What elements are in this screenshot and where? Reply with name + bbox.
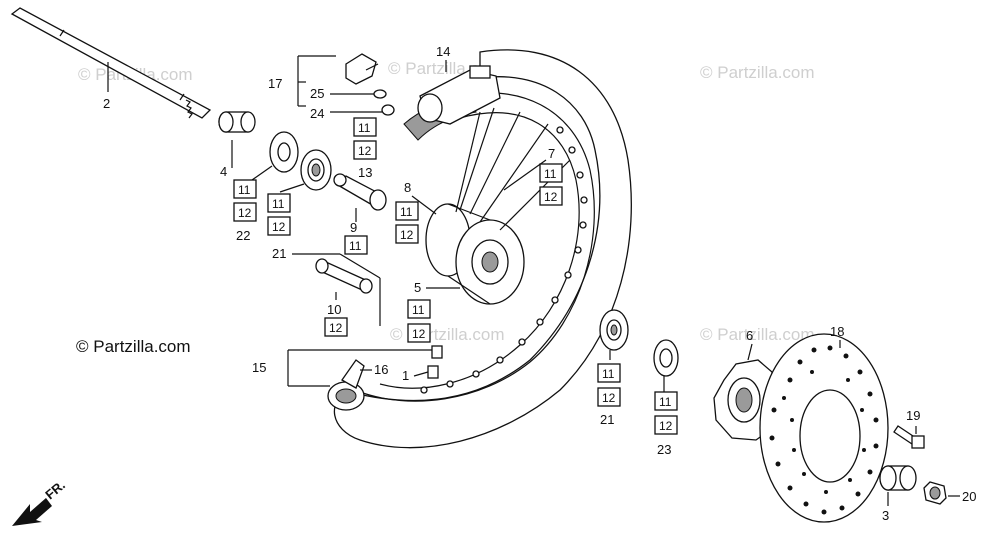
disc-bolt xyxy=(893,425,925,449)
part-number-7: 7 xyxy=(548,146,555,161)
leader-line xyxy=(411,195,437,215)
part-number-9: 9 xyxy=(350,220,357,235)
svg-text:11: 11 xyxy=(272,197,285,211)
front-direction-arrow xyxy=(12,498,52,526)
service-box-11: 11 xyxy=(597,363,621,383)
watermark: © Partzilla.com xyxy=(390,325,505,344)
svg-text:11: 11 xyxy=(400,205,413,219)
nut xyxy=(381,104,395,116)
part-number-1: 1 xyxy=(402,368,409,383)
service-box-12: 12 xyxy=(267,216,291,236)
service-box-11: 11 xyxy=(353,117,377,137)
service-box-12: 12 xyxy=(353,140,377,160)
svg-text:11: 11 xyxy=(349,239,362,253)
part-number-16: 16 xyxy=(374,362,388,377)
distance-collar xyxy=(333,173,387,211)
axle xyxy=(10,7,212,119)
part-number-17: 17 xyxy=(268,76,282,91)
svg-text:12: 12 xyxy=(602,391,616,405)
oil-seal-right xyxy=(653,339,679,377)
leader-line xyxy=(279,183,305,193)
washer xyxy=(373,89,387,99)
service-box-12: 12 xyxy=(324,317,348,337)
svg-text:11: 11 xyxy=(544,167,557,181)
part-number-13: 13 xyxy=(358,165,372,180)
svg-text:12: 12 xyxy=(329,321,343,335)
part-number-8: 8 xyxy=(404,180,411,195)
leader-line xyxy=(251,165,273,181)
service-box-11: 11 xyxy=(233,179,257,199)
part-number-3: 3 xyxy=(882,508,889,523)
part-number-21: 21 xyxy=(272,246,286,261)
service-box-12: 12 xyxy=(539,186,563,206)
svg-text:12: 12 xyxy=(238,206,252,220)
watermark: © Partzilla.com xyxy=(700,325,815,344)
svg-text:12: 12 xyxy=(412,327,426,341)
disc-hub-plate xyxy=(713,359,773,441)
service-box-12: 12 xyxy=(233,202,257,222)
svg-text:11: 11 xyxy=(602,367,615,381)
service-box-11: 11 xyxy=(539,163,563,183)
service-box-12: 12 xyxy=(597,387,621,407)
tube-valve-cap xyxy=(431,345,443,359)
collar-spacer xyxy=(218,111,256,133)
svg-text:11: 11 xyxy=(358,121,371,135)
distance-collar-long xyxy=(315,258,373,294)
service-box-11: 11 xyxy=(267,193,291,213)
part-number-10: 10 xyxy=(327,302,341,317)
valve-nut xyxy=(427,365,439,379)
svg-text:12: 12 xyxy=(659,419,673,433)
service-box-12: 12 xyxy=(654,415,678,435)
bracket-line xyxy=(339,253,381,279)
speedometer-gear-box xyxy=(345,53,379,85)
part-number-15: 15 xyxy=(252,360,266,375)
side-collar xyxy=(879,465,917,491)
axle-nut xyxy=(923,481,947,505)
copyright-text: © Partzilla.com xyxy=(76,337,191,356)
svg-text:12: 12 xyxy=(358,144,372,158)
leader-line xyxy=(413,371,429,377)
part-number-25: 25 xyxy=(310,86,324,101)
service-box-12: 12 xyxy=(395,224,419,244)
part-number-21: 21 xyxy=(600,412,614,427)
service-box-11: 11 xyxy=(344,235,368,255)
part-number-14: 14 xyxy=(436,44,450,59)
part-number-6: 6 xyxy=(746,328,753,343)
part-number-5: 5 xyxy=(414,280,421,295)
service-box-11: 11 xyxy=(654,391,678,411)
service-box-11: 11 xyxy=(395,201,419,221)
part-number-18: 18 xyxy=(830,324,844,339)
leader-line xyxy=(747,343,753,361)
service-box-11: 11 xyxy=(407,299,431,319)
speedometer-housing xyxy=(417,65,501,125)
bearing-right xyxy=(599,309,629,351)
part-number-20: 20 xyxy=(962,489,976,504)
svg-text:11: 11 xyxy=(238,183,251,197)
oil-seal xyxy=(269,131,299,173)
part-number-22: 22 xyxy=(236,228,250,243)
svg-text:12: 12 xyxy=(272,220,286,234)
part-number-19: 19 xyxy=(906,408,920,423)
rim-spoke-holes xyxy=(420,126,588,394)
part-number-2: 2 xyxy=(103,96,110,111)
brake-disc xyxy=(759,333,889,523)
bearing-left xyxy=(300,149,332,191)
svg-text:11: 11 xyxy=(659,395,672,409)
part-number-4: 4 xyxy=(220,164,227,179)
svg-text:12: 12 xyxy=(400,228,414,242)
tube-section xyxy=(327,359,365,411)
svg-text:11: 11 xyxy=(412,303,425,317)
service-box-12: 12 xyxy=(407,323,431,343)
watermark: © Partzilla.com xyxy=(700,63,815,82)
svg-text:12: 12 xyxy=(544,190,558,204)
leader-line xyxy=(503,159,547,191)
part-number-23: 23 xyxy=(657,442,671,457)
wheel-hub xyxy=(425,203,525,305)
part-number-24: 24 xyxy=(310,106,324,121)
